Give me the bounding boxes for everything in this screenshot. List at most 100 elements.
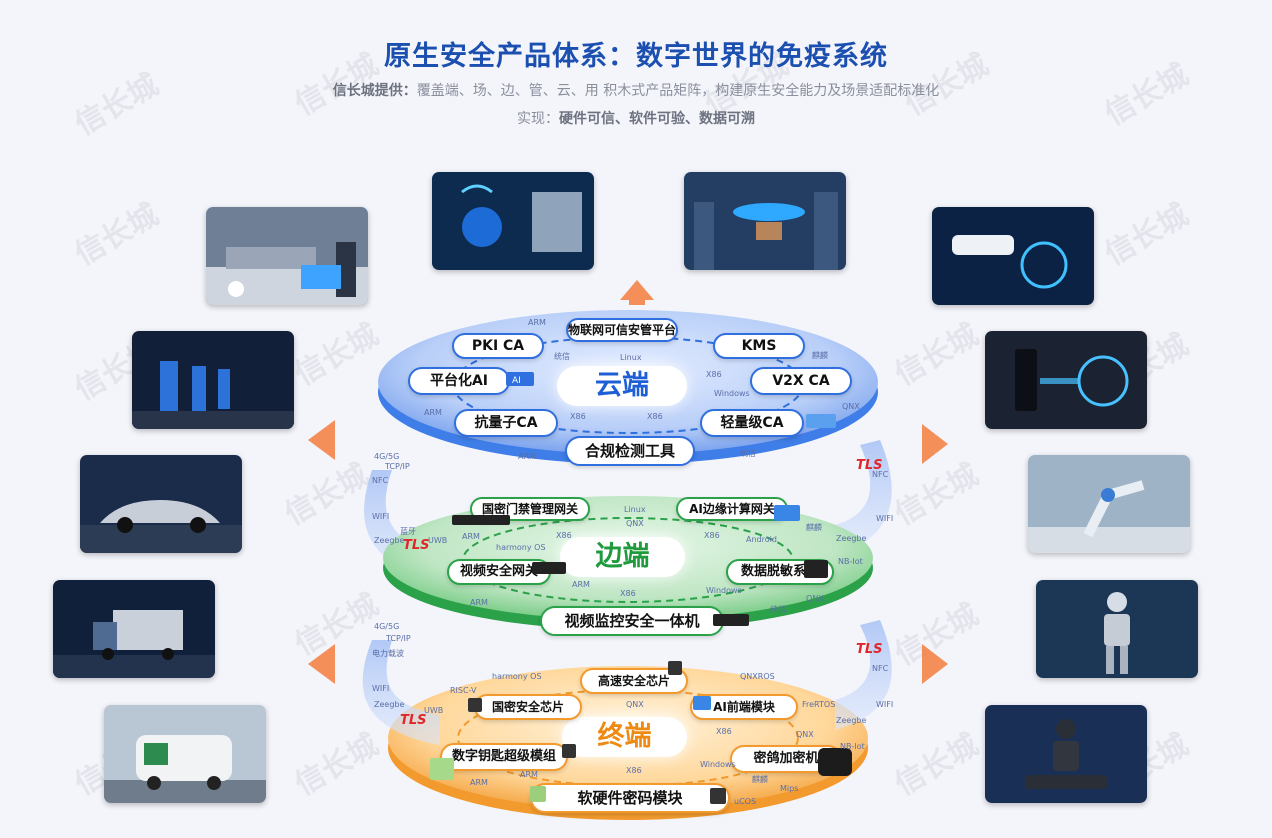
- terminal-tag: uCOS: [734, 797, 757, 806]
- edge-product-video-gateway[interactable]: 视频安全网关: [447, 559, 551, 585]
- terminal-tag: harmony OS: [492, 672, 542, 681]
- cloud-product-v2x-ca[interactable]: V2X CA: [750, 367, 852, 395]
- cloud-product-kms[interactable]: KMS: [713, 333, 805, 359]
- edge-tag: 麒麟: [806, 523, 822, 532]
- protocol-tag: NB-Iot: [838, 557, 863, 566]
- server-icon: [806, 414, 836, 428]
- protocol-tag: NFC: [872, 470, 889, 479]
- right-link-band: [835, 440, 892, 555]
- subtitle-goal-label: 实现：: [517, 111, 559, 127]
- protocol-tag: Zeegbe: [836, 534, 867, 543]
- edge-tag: ARM: [572, 580, 590, 589]
- edge-tag: X86: [556, 531, 572, 540]
- terminal-tag: 麒麟: [752, 775, 768, 784]
- smart-factory-photo: [206, 207, 368, 305]
- cloud-tag: ARM: [518, 452, 536, 461]
- terminal-tag: FreRTOS: [802, 700, 836, 709]
- edge-tag: QNX: [806, 594, 824, 603]
- chip-icon: [668, 661, 682, 675]
- cloud-tag: ARM: [424, 408, 442, 417]
- chip-icon: [468, 698, 482, 712]
- edge-tag: Windows: [706, 586, 742, 595]
- terminal-tag: QNX: [626, 700, 644, 709]
- cloud-tag: 统信: [740, 449, 756, 458]
- cloud-tag: 统信: [554, 352, 570, 361]
- terminal-tag: QNXROS: [740, 672, 775, 681]
- cloud-product-platform-ai[interactable]: 平台化AI: [408, 367, 510, 395]
- cloud-product-pki-ca[interactable]: PKI CA: [452, 333, 544, 359]
- arrow-up-icon: [620, 280, 654, 305]
- protocol-tag: NFC: [872, 664, 889, 673]
- chip-icon: [562, 744, 576, 758]
- cloud-tag: X86: [706, 370, 722, 379]
- autonomous-shuttle-photo: [104, 705, 266, 803]
- subtitle-goal: 实现：硬件可信、软件可验、数据可溯: [0, 108, 1272, 128]
- tls-label: TLS: [403, 538, 430, 553]
- cloud-tag: X86: [570, 412, 586, 421]
- arrow-left-icon: [308, 420, 335, 460]
- arrow-right-icon: [922, 424, 948, 464]
- appliance-device-icon: [713, 614, 749, 626]
- cloud-tag: QNX: [842, 402, 860, 411]
- terminal-tag: RISC-V: [450, 686, 477, 695]
- cloud-tag: 麒麟: [812, 351, 828, 360]
- protocol-tag: UWB: [428, 536, 448, 545]
- robot-dog-humanoid-photo: [985, 705, 1147, 803]
- edge-layer-label: 边端: [560, 537, 685, 577]
- terminal-product-gm-chip[interactable]: 国密安全芯片: [474, 694, 582, 720]
- terminal-tag: Mips: [780, 784, 799, 793]
- video-gateway-device-icon: [532, 562, 566, 574]
- truck-photo: [53, 580, 215, 678]
- cloud-product-compliance-tool[interactable]: 合规检测工具: [565, 436, 695, 466]
- smart-lock-photo: [985, 331, 1147, 429]
- connected-car-photo: [80, 455, 242, 553]
- protocol-tag: TCP/IP: [385, 462, 410, 471]
- edge-box-icon: [774, 505, 800, 521]
- edge-tag: ARM: [462, 532, 480, 541]
- protocol-tag: 蓝牙: [400, 527, 416, 536]
- edge-tag: ARM: [470, 598, 488, 607]
- edge-product-video-appliance[interactable]: 视频监控安全一体机: [540, 606, 724, 636]
- security-camera-photo: [932, 207, 1094, 305]
- protocol-tag: UWB: [424, 706, 444, 715]
- left-link-band: [362, 640, 440, 745]
- protocol-tag: 4G/5G: [374, 622, 400, 631]
- edge-tag: harmony OS: [496, 543, 546, 552]
- terminal-tag: X86: [716, 727, 732, 736]
- edge-product-ai-edge-gateway[interactable]: AI边缘计算网关: [676, 497, 788, 521]
- protocol-tag: 4G/5G: [374, 452, 400, 461]
- cloud-product-iot-platform[interactable]: 物联网可信安管平台: [566, 318, 678, 342]
- cloud-layer-label: 云端: [557, 366, 687, 406]
- arrow-left-icon: [308, 644, 335, 684]
- module-board-icon: [530, 786, 546, 802]
- cloud-tag: Linux: [620, 353, 642, 362]
- arrow-right-icon: [922, 644, 948, 684]
- tls-label: TLS: [856, 642, 883, 657]
- cloud-tag: ARM: [528, 318, 546, 327]
- humanoid-robot-photo: [1036, 580, 1198, 678]
- protocol-tag: 电力载波: [372, 649, 404, 658]
- protocol-tag: WIFI: [372, 512, 390, 521]
- edge-tag: Linux: [624, 505, 646, 514]
- edge-tag: 统信: [770, 605, 786, 614]
- edge-tag: QNX: [626, 519, 644, 528]
- gateway-device-icon: [452, 515, 510, 525]
- cloud-product-lightweight-ca[interactable]: 轻量级CA: [700, 409, 804, 437]
- protocol-tag: NB-Iot: [840, 742, 865, 751]
- terminal-tag: ARM: [470, 778, 488, 787]
- protocol-tag: Zeegbe: [374, 700, 405, 709]
- subtitle-goal-text: 硬件可信、软件可验、数据可溯: [559, 111, 755, 127]
- module-board-icon: [430, 758, 454, 780]
- svg-text:AI: AI: [512, 376, 521, 386]
- subtitle-provider-label: 信长城提供：: [332, 83, 417, 99]
- terminal-layer-label: 终端: [562, 717, 687, 757]
- cloud-product-pqc-ca[interactable]: 抗量子CA: [454, 409, 558, 437]
- robotic-arm-photo: [1028, 455, 1190, 553]
- terminal-tag: X86: [626, 766, 642, 775]
- terminal-product-crypto-module[interactable]: 软硬件密码模块: [530, 783, 730, 813]
- crypto-module-icon: [710, 788, 726, 804]
- terminal-tag: QNX: [796, 730, 814, 739]
- subtitle-provider: 信长城提供：覆盖端、场、边、管、云、用 积木式产品矩阵，构建原生安全能力及场景适…: [0, 80, 1272, 100]
